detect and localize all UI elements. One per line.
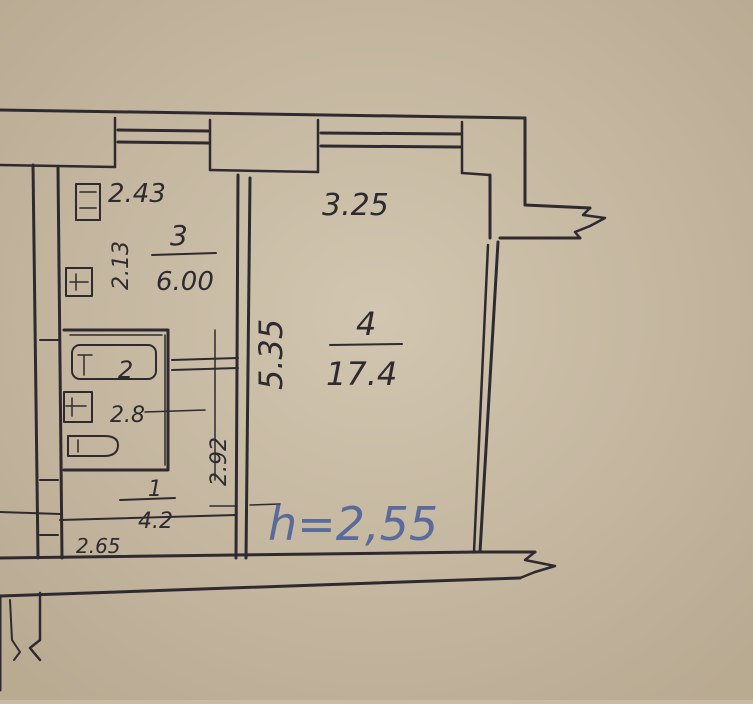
washbasin-fixture <box>63 391 93 423</box>
room1-number-label: 1 <box>148 477 162 502</box>
room3-depth-label: 2.13 <box>109 241 134 290</box>
room-labels: 2.43 2.13 3 6.00 3.25 5.35 4 17.4 2 2.8 … <box>76 179 438 558</box>
room3-width-label: 2.43 <box>108 179 166 209</box>
toilet-fixture <box>67 435 119 457</box>
room4-area-label: 17.4 <box>326 355 397 393</box>
walls <box>0 108 607 692</box>
window-right <box>316 118 464 175</box>
room4-number-label: 4 <box>356 305 376 343</box>
room4-depth-label: 5.35 <box>252 319 290 390</box>
room2-depth-label: 2.92 <box>207 437 232 486</box>
sink-fixture <box>65 267 93 297</box>
bathtub-fixture <box>71 344 157 380</box>
window-left <box>113 116 212 172</box>
room4-width-label: 3.25 <box>322 188 389 223</box>
room1-area-label: 4.2 <box>138 509 173 534</box>
stove-fixture <box>75 183 101 221</box>
room2-area-label: 2.8 <box>110 403 145 428</box>
room1-width-label: 2.65 <box>76 534 121 558</box>
room2-number-label: 2 <box>118 356 133 384</box>
room3-area-label: 6.00 <box>156 267 214 297</box>
room3-number-label: 3 <box>170 219 188 252</box>
ceiling-height-label: h=2,55 <box>268 497 438 551</box>
